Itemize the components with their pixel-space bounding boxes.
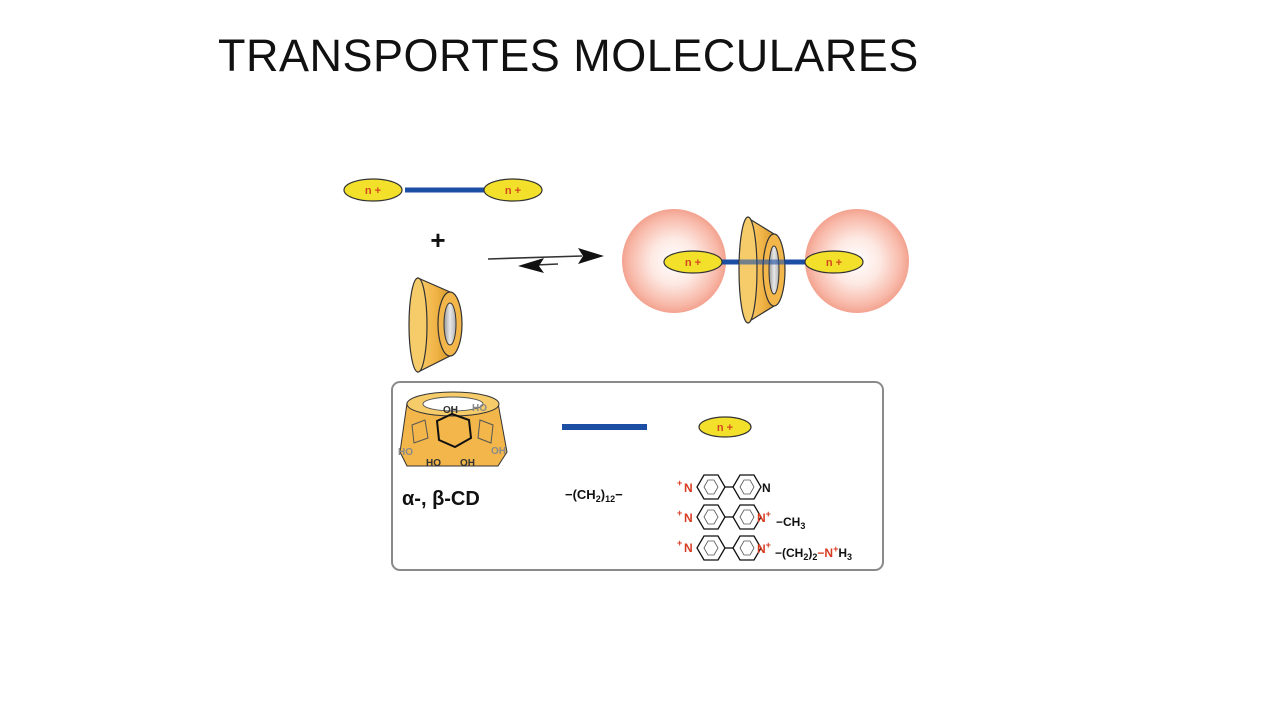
- page-title: TRANSPORTES MOLECULARES: [218, 30, 919, 81]
- stopper-left: n +: [343, 178, 403, 202]
- stopper-structure-3: + N N+ −(CH2)2−N+H3: [677, 535, 852, 562]
- free-cyclodextrin-ring: [408, 277, 463, 373]
- legend-box: OH HO HO HO OH OH α-, β-CD −(CH2)12− n +…: [391, 381, 884, 571]
- equilibrium-arrows: [487, 248, 604, 273]
- nitrogen-label: N+: [757, 540, 771, 556]
- nitrogen-label: N: [762, 481, 771, 495]
- methyl-group: −CH3: [776, 515, 805, 531]
- stopper-structure-1: + N N: [677, 474, 771, 500]
- stopper-label: n +: [717, 422, 733, 434]
- axle-formula: −(CH2)12−: [565, 487, 623, 504]
- stopper-right: n +: [804, 250, 864, 274]
- nitrogen-label: N: [684, 541, 693, 555]
- ho-label: HO: [398, 447, 413, 458]
- stopper-label: n +: [365, 185, 381, 197]
- nitrogen-label: N: [684, 511, 693, 525]
- stopper-legend: n +: [698, 416, 752, 438]
- stopper-left: n +: [663, 250, 723, 274]
- charge-label: +: [677, 538, 682, 548]
- stopper-label: n +: [505, 185, 521, 197]
- oh-label: OH: [460, 458, 475, 469]
- ho-label: HO: [426, 458, 441, 469]
- nitrogen-label: N: [684, 481, 693, 495]
- nitrogen-label: N+: [757, 509, 771, 525]
- cd-label: α-, β-CD: [402, 488, 480, 510]
- rotaxane-complex: n + n +: [622, 209, 909, 324]
- charge-label: +: [677, 478, 682, 488]
- ho-label: HO: [472, 403, 487, 414]
- oh-label: OH: [491, 446, 506, 457]
- free-axle-dumbbell: n + n +: [343, 178, 543, 202]
- stopper-right: n +: [483, 178, 543, 202]
- charge-label: +: [677, 508, 682, 518]
- stopper-structure-2: + N N+ −CH3: [677, 504, 805, 531]
- ethylammonium-chain: −(CH2)2−N+H3: [775, 544, 852, 562]
- plus-sign: +: [430, 225, 445, 255]
- cyclodextrin-structure: OH HO HO HO OH OH: [398, 391, 508, 469]
- stopper-label: n +: [685, 257, 701, 269]
- stopper-label: n +: [826, 257, 842, 269]
- oh-label: OH: [443, 405, 458, 416]
